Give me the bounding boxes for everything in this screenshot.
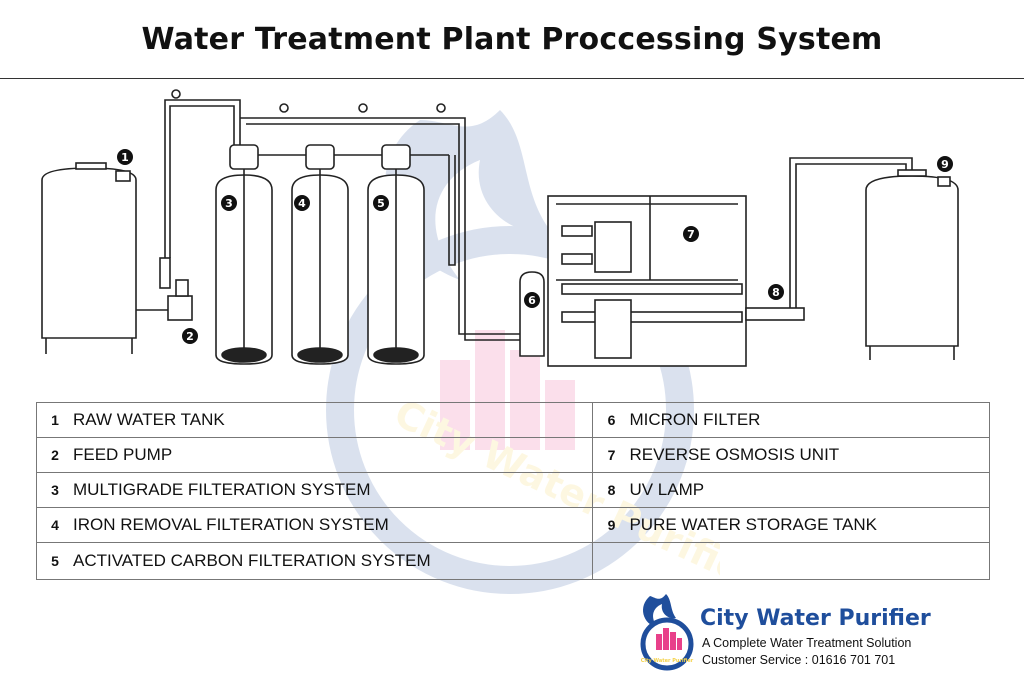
legend-number: 8 [592,472,630,508]
brand-name: City Water Purifier [700,606,931,631]
legend-empty-number [592,542,630,580]
callout-1-label: 1 [121,151,129,164]
callout-6 [524,292,540,308]
callout-2-label: 2 [186,330,194,343]
uv-lamp [745,307,805,321]
legend-number: 5 [36,542,73,580]
callout-3 [221,195,237,211]
legend-label: ACTIVATED CARBON FILTERATION SYSTEM [73,542,594,580]
brand-logo-icon: City Water Purifier [640,594,694,671]
callout-7-label: 7 [687,228,695,241]
legend-row: 3 MULTIGRADE FILTERATION SYSTEM 8 UV LAM… [36,472,991,508]
callout-5 [373,195,389,211]
legend-label: MICRON FILTER [629,402,991,438]
raw-water-tank [41,162,137,354]
callout-1 [117,149,133,165]
callout-5-label: 5 [377,197,385,210]
brand-block: City Water Purifier City Water Purifier … [636,592,1016,672]
legend-number: 2 [36,437,73,473]
brand-logo-text: City Water Purifier [641,658,694,664]
reverse-osmosis-unit [547,195,747,367]
legend-row: 1 RAW WATER TANK 6 MICRON FILTER [36,402,991,438]
legend-number: 9 [592,507,630,543]
callout-4 [294,195,310,211]
callout-9-label: 9 [941,158,949,171]
callout-3-label: 3 [225,197,233,210]
callout-7 [683,226,699,242]
legend-row: 2 FEED PUMP 7 REVERSE OSMOSIS UNIT [36,437,991,473]
feed-pump [136,89,241,321]
legend-label: RAW WATER TANK [73,402,594,438]
legend-label: PURE WATER STORAGE TANK [629,507,991,543]
legend-number: 1 [36,402,73,438]
callout-2 [182,328,198,344]
legend-label: REVERSE OSMOSIS UNIT [629,437,991,473]
legend-number: 7 [592,437,630,473]
callout-8 [768,284,784,300]
legend-label: FEED PUMP [73,437,594,473]
page-title: Water Treatment Plant Proccessing System [141,22,883,57]
legend-label: UV LAMP [629,472,991,508]
legend-number: 6 [592,402,630,438]
legend-row: 5 ACTIVATED CARBON FILTERATION SYSTEM [36,542,991,580]
brand-tagline: A Complete Water Treatment Solution [702,636,912,650]
multigrade-filter [215,144,273,365]
legend-label: MULTIGRADE FILTERATION SYSTEM [73,472,594,508]
legend-number: 4 [36,507,73,543]
micron-filter [519,271,545,357]
callout-8-label: 8 [772,286,780,299]
iron-removal-filter [291,144,349,365]
pure-water-tank [865,169,959,360]
legend-empty-label [629,542,991,580]
legend-number: 3 [36,472,73,508]
legend-row: 4 IRON REMOVAL FILTERATION SYSTEM 9 PURE… [36,507,991,543]
callout-6-label: 6 [528,294,536,307]
legend-label: IRON REMOVAL FILTERATION SYSTEM [73,507,594,543]
title-divider [0,78,1024,79]
activated-carbon-filter [367,144,425,365]
customer-service: Customer Service : 01616 701 701 [702,653,896,667]
component-legend: 1 RAW WATER TANK 6 MICRON FILTER 2 FEED … [36,402,991,580]
callout-4-label: 4 [298,197,306,210]
callout-9 [937,156,953,172]
process-diagram: 1 2 3 4 5 6 7 8 9 [41,89,959,367]
